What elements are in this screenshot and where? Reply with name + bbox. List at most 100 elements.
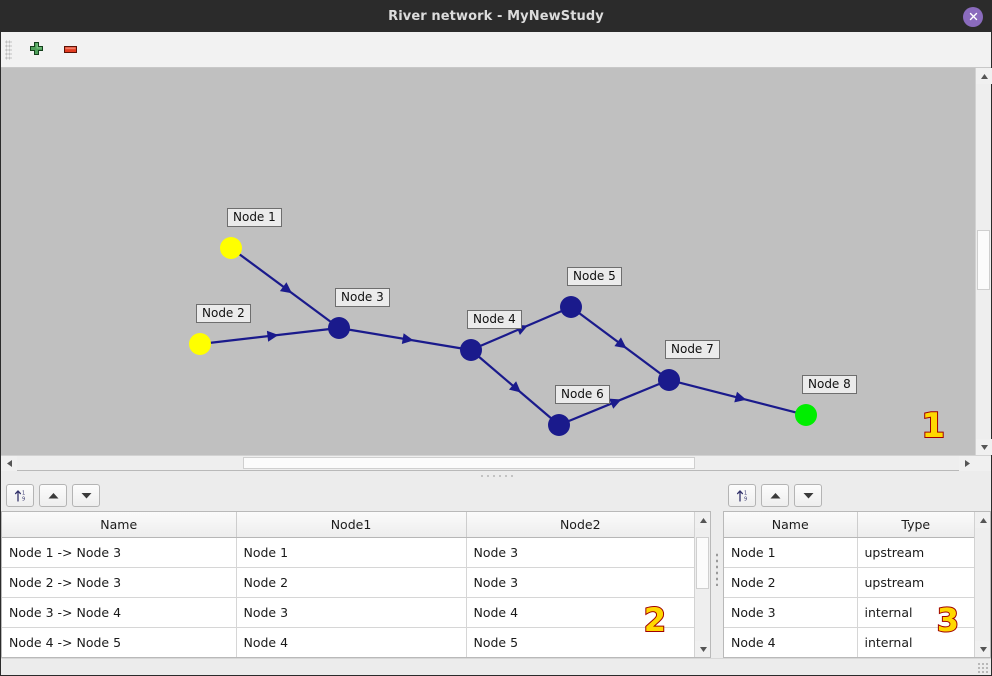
scroll-right-icon[interactable] — [959, 456, 975, 471]
scroll-up-icon[interactable] — [976, 68, 992, 84]
add-node-button[interactable] — [24, 38, 48, 62]
graph-vscroll-thumb[interactable] — [977, 229, 990, 290]
graph-edge-arrow-icon — [614, 337, 627, 349]
column-header-node2[interactable]: Node2 — [466, 512, 694, 538]
vertical-splitter[interactable] — [711, 480, 723, 658]
graph-node[interactable] — [658, 369, 680, 391]
move-down-button[interactable] — [794, 484, 822, 507]
reaches-vertical-scrollbar[interactable] — [694, 512, 710, 657]
table-cell[interactable]: Node 4 — [466, 597, 694, 628]
table-cell[interactable]: Node 5 — [466, 627, 694, 657]
graph-node[interactable] — [328, 317, 350, 339]
graph-node-label[interactable]: Node 8 — [802, 375, 857, 394]
sort-button[interactable]: 1 9 — [728, 484, 756, 507]
graph-node[interactable] — [560, 296, 582, 318]
reaches-vscroll-track[interactable] — [695, 528, 710, 641]
scroll-left-icon[interactable] — [1, 456, 17, 471]
move-up-button[interactable] — [761, 484, 789, 507]
graph-horizontal-scrollbar[interactable] — [1, 455, 991, 471]
move-up-button[interactable] — [39, 484, 67, 507]
network-graph-canvas[interactable]: Node 1 Node 2 Node 3 Node 4 Node 5 Node 6 Node… — [1, 68, 975, 455]
table-cell[interactable]: Node 2 — [236, 567, 467, 598]
sort-button[interactable]: 1 9 — [6, 484, 34, 507]
annotation-2: 2 — [643, 601, 667, 639]
graph-node-label[interactable]: Node 2 — [196, 304, 251, 323]
table-cell[interactable]: upstream — [857, 537, 974, 568]
scroll-down-icon[interactable] — [695, 641, 710, 657]
scroll-up-icon[interactable] — [695, 512, 710, 528]
column-header-name[interactable]: Name — [724, 512, 858, 538]
table-cell[interactable]: internal — [857, 627, 974, 657]
column-header-name[interactable]: Name — [2, 512, 237, 538]
nodes-vscroll-track[interactable] — [975, 528, 990, 641]
table-cell[interactable]: Node 1 -> Node 3 — [2, 537, 237, 568]
splitter-grip-icon — [479, 473, 513, 478]
graph-node[interactable] — [220, 237, 242, 259]
graph-node-label[interactable]: Node 7 — [665, 340, 720, 359]
reaches-vscroll-thumb[interactable] — [696, 537, 709, 589]
table-cell[interactable]: Node 3 -> Node 4 — [2, 597, 237, 628]
table-cell[interactable]: Node 1 — [236, 537, 467, 568]
column-header-node1[interactable]: Node1 — [236, 512, 467, 538]
table-cell[interactable]: upstream — [857, 567, 974, 598]
table-cell[interactable]: Node 4 — [236, 627, 467, 657]
table-cell[interactable]: Node 4 -> Node 5 — [2, 627, 237, 657]
scroll-up-icon[interactable] — [975, 512, 990, 528]
close-icon[interactable] — [963, 6, 983, 27]
graph-node[interactable] — [460, 339, 482, 361]
window-title: River network - MyNewStudy — [388, 9, 604, 24]
scroll-down-icon[interactable] — [975, 641, 990, 657]
graph-node-label[interactable]: Node 4 — [467, 310, 522, 329]
move-down-button[interactable] — [72, 484, 100, 507]
table-cell[interactable]: Node 1 — [724, 537, 858, 568]
remove-node-button[interactable] — [58, 38, 82, 62]
graph-vertical-scrollbar[interactable] — [975, 68, 992, 455]
graph-node-label[interactable]: Node 6 — [555, 385, 610, 404]
table-cell[interactable]: Node 3 — [466, 567, 694, 598]
status-bar — [1, 658, 991, 675]
graph-edge-arrow-icon — [266, 330, 279, 342]
table-cell[interactable]: Node 3 — [236, 597, 467, 628]
graph-hscroll-track[interactable] — [17, 456, 959, 470]
graph-edge-arrow-icon — [609, 398, 622, 409]
table-cell[interactable]: Node 3 — [466, 537, 694, 568]
graph-node[interactable] — [548, 414, 570, 436]
horizontal-splitter[interactable] — [1, 470, 991, 480]
window-resize-grip[interactable] — [977, 662, 989, 674]
table-cell[interactable]: Node 4 — [724, 627, 858, 657]
table-cell[interactable]: Node 2 — [724, 567, 858, 598]
graph-node[interactable] — [795, 404, 817, 426]
graph-vscroll-track[interactable] — [976, 84, 991, 439]
table-cell[interactable]: internal — [857, 597, 974, 628]
graph-hscroll-thumb[interactable] — [243, 457, 696, 469]
graph-node[interactable] — [189, 333, 211, 355]
table-cell[interactable]: Node 2 -> Node 3 — [2, 567, 237, 598]
network-graph-panel: Node 1 Node 2 Node 3 Node 4 Node 5 Node 6 Node… — [1, 68, 992, 471]
graph-node-label[interactable]: Node 3 — [335, 288, 390, 307]
graph-node-label[interactable]: Node 1 — [227, 208, 282, 227]
nodes-toolbar: 1 9 — [723, 480, 991, 511]
graph-node-label[interactable]: Node 5 — [567, 267, 622, 286]
column-header-type[interactable]: Type — [857, 512, 974, 538]
table-cell[interactable]: Node 3 — [724, 597, 858, 628]
nodes-vertical-scrollbar[interactable] — [974, 512, 990, 657]
annotation-3: 3 — [936, 601, 960, 639]
toolbar-drag-handle[interactable] — [5, 39, 12, 60]
scroll-down-icon[interactable] — [976, 439, 992, 455]
annotation-1: 1 — [920, 406, 946, 446]
